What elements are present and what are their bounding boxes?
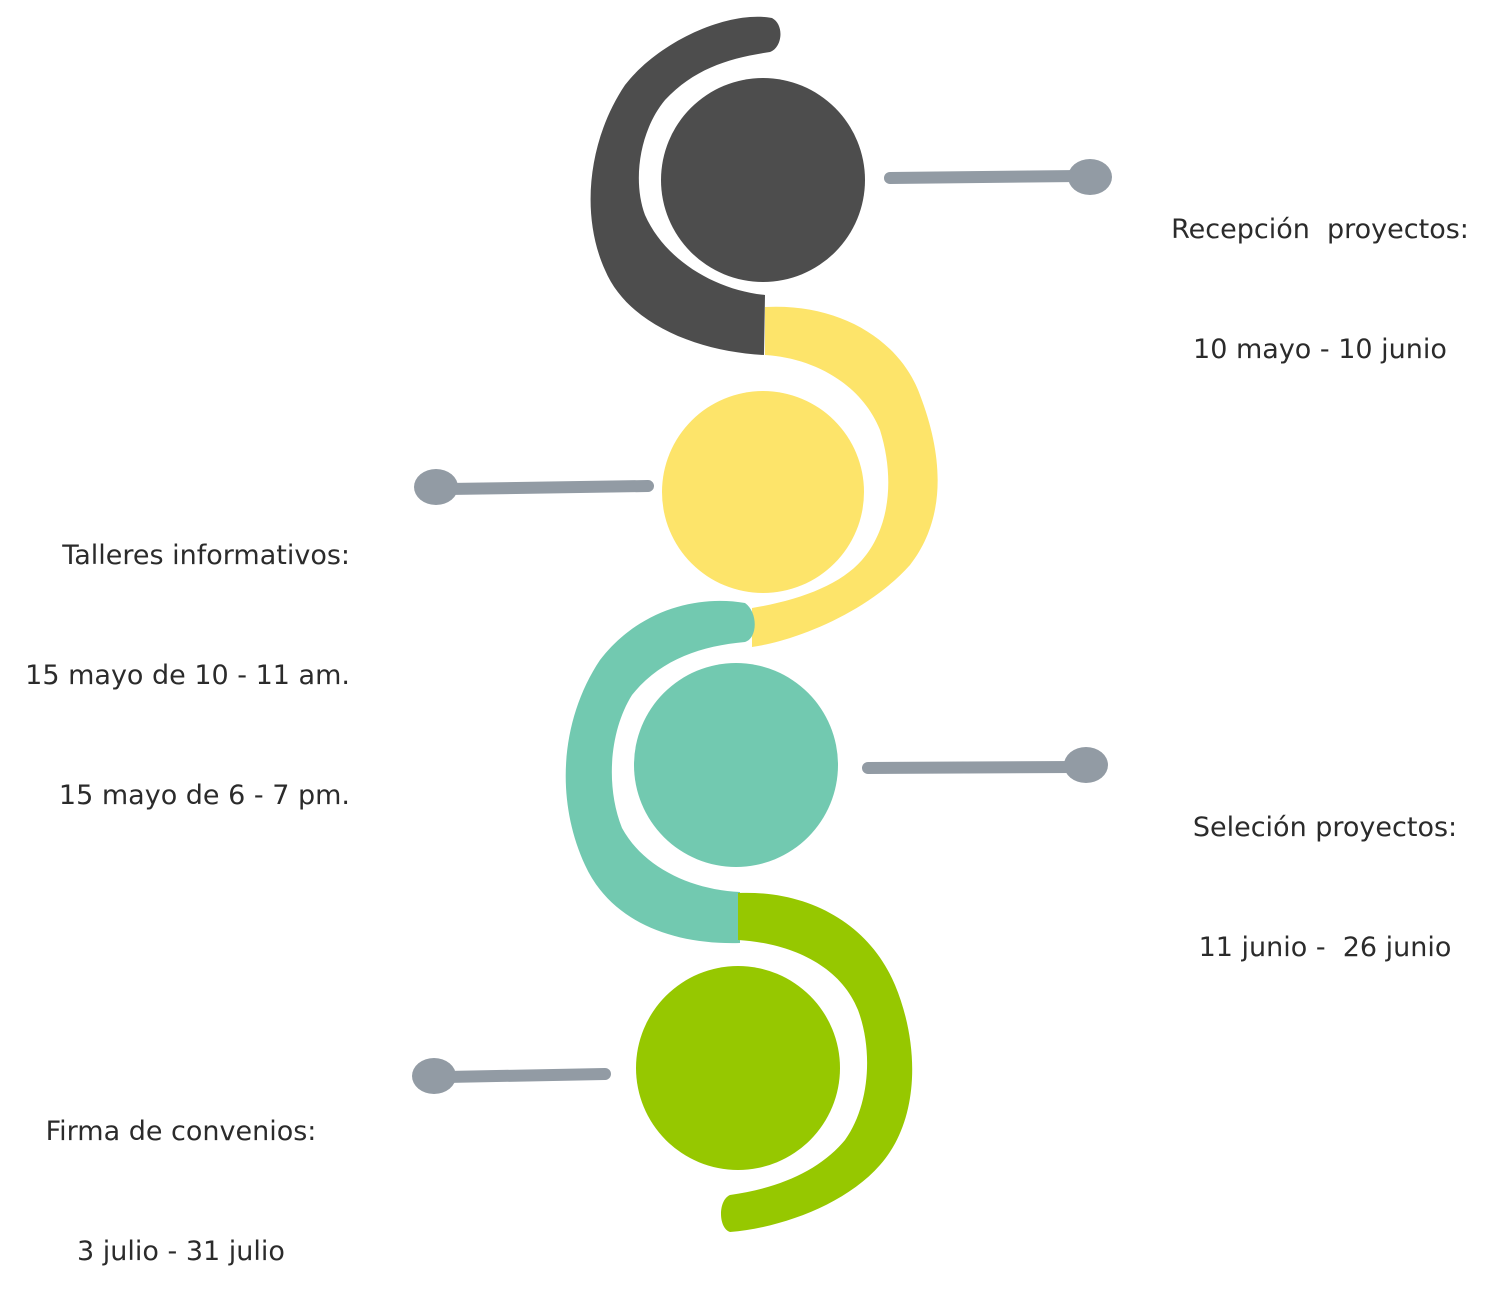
connector-line-1	[884, 170, 1086, 184]
step-2-date-1: 15 mayo de 10 - 11 am.	[25, 660, 350, 691]
step-4-title: Firma de convenios:	[45, 1116, 317, 1147]
step-3-circle	[634, 663, 838, 867]
step-4-label: Firma de convenios: 3 julio - 31 julio	[0, 1032, 362, 1312]
connector-dot-3	[1064, 747, 1108, 783]
step-3-date: 11 junio - 26 junio	[1198, 932, 1452, 963]
connector-line-4	[440, 1068, 611, 1083]
connector-line-3	[862, 761, 1081, 774]
connector-dot-1	[1068, 159, 1112, 195]
step-1-arc	[590, 16, 781, 355]
step-4-arc	[721, 892, 913, 1232]
step-1-date: 10 mayo - 10 junio	[1193, 334, 1447, 365]
timeline-diagram	[412, 16, 1112, 1232]
step-2-label: Talleres informativos: 15 mayo de 10 - 1…	[0, 456, 350, 856]
step-2-arc	[752, 306, 938, 647]
step-3-label: Seleción proyectos: 11 junio - 26 junio	[1140, 728, 1510, 1008]
step-4-date: 3 julio - 31 julio	[77, 1236, 285, 1267]
step-1-title: Recepción proyectos:	[1171, 214, 1469, 245]
connector-dot-4	[412, 1058, 456, 1094]
step-1-label: Recepción proyectos: 10 mayo - 10 junio	[1130, 130, 1510, 410]
step-2-circle	[662, 391, 864, 593]
connector-dot-2	[414, 469, 458, 505]
step-2-date-2: 15 mayo de 6 - 7 pm.	[50, 780, 350, 811]
step-2-title: Talleres informativos:	[62, 540, 350, 571]
connector-line-2	[442, 480, 654, 495]
step-3-title: Seleción proyectos:	[1192, 812, 1458, 843]
step-3-arc	[565, 600, 755, 944]
step-4-circle	[636, 966, 840, 1170]
step-1-circle	[661, 78, 865, 282]
